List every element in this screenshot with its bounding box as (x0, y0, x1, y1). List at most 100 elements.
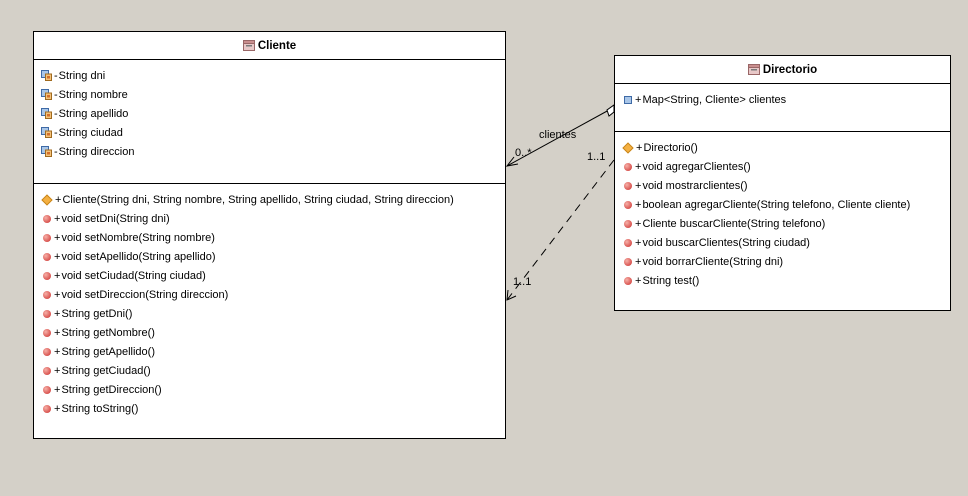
operation-signature: String getCiudad() (61, 364, 151, 377)
operation-row[interactable]: +void setDni(String dni) (34, 209, 505, 228)
operation-signature: void setApellido(String apellido) (61, 250, 216, 263)
method-icon (43, 385, 51, 394)
constructor-icon (622, 141, 634, 154)
operation-row[interactable]: +Cliente(String dni, String nombre, Stri… (34, 190, 505, 209)
attribute-signature: Map<String, Cliente> clientes (642, 93, 787, 106)
operation-signature: void agregarClientes() (642, 160, 751, 173)
method-icon (624, 238, 632, 247)
visibility-marker: - (54, 145, 58, 158)
operation-row[interactable]: +void agregarClientes() (615, 157, 950, 176)
class-directorio[interactable]: Directorio +Map<String, Cliente> cliente… (614, 55, 951, 311)
visibility-marker: + (635, 179, 642, 192)
attribute-row[interactable]: -String dni (34, 66, 505, 85)
operation-row[interactable]: +void borrarCliente(String dni) (615, 252, 950, 271)
operation-signature: String test() (642, 274, 700, 287)
attribute-signature: String apellido (58, 107, 129, 120)
operation-signature: String getApellido() (61, 345, 155, 358)
class-header: Directorio (615, 56, 950, 84)
dependency-target-multiplicity: 1..1 (513, 276, 532, 288)
class-name: Cliente (257, 39, 297, 52)
operation-row[interactable]: +String getDni() (34, 304, 505, 323)
operation-row[interactable]: +String test() (615, 271, 950, 290)
method-icon (624, 200, 632, 209)
method-icon (43, 252, 51, 261)
private-field-icon (41, 146, 52, 157)
operation-row[interactable]: +boolean agregarCliente(String telefono,… (615, 195, 950, 214)
operation-row[interactable]: +void setDireccion(String direccion) (34, 285, 505, 304)
attribute-row[interactable]: +Map<String, Cliente> clientes (615, 90, 950, 109)
visibility-marker: + (635, 198, 642, 211)
visibility-marker: + (54, 364, 61, 377)
private-field-icon (41, 89, 52, 100)
operation-row[interactable]: +void mostrarclientes() (615, 176, 950, 195)
operation-signature: void setNombre(String nombre) (61, 231, 215, 244)
operation-signature: void setCiudad(String ciudad) (61, 269, 206, 282)
operation-signature: String getDireccion() (61, 383, 162, 396)
method-icon (624, 162, 632, 171)
operation-signature: void mostrarclientes() (642, 179, 748, 192)
visibility-marker: + (54, 288, 61, 301)
private-field-icon (41, 127, 52, 138)
operation-row[interactable]: +String toString() (34, 399, 505, 418)
operation-row[interactable]: +Cliente buscarCliente(String telefono) (615, 214, 950, 233)
visibility-marker: - (54, 107, 58, 120)
operation-row[interactable]: +void setCiudad(String ciudad) (34, 266, 505, 285)
operation-signature: Cliente buscarCliente(String telefono) (642, 217, 826, 230)
operation-row[interactable]: +String getApellido() (34, 342, 505, 361)
dependency-arrowhead (506, 289, 517, 301)
visibility-marker: - (54, 69, 58, 82)
method-icon (43, 366, 51, 375)
operation-signature: String getNombre() (61, 326, 155, 339)
attribute-row[interactable]: -String ciudad (34, 123, 505, 142)
operation-signature: void setDireccion(String direccion) (61, 288, 229, 301)
attribute-row[interactable]: -String direccion (34, 142, 505, 161)
method-icon (43, 214, 51, 223)
visibility-marker: + (54, 402, 61, 415)
visibility-marker: + (635, 93, 642, 106)
attributes-section: -String dni-String nombre-String apellid… (34, 60, 505, 184)
visibility-marker: + (54, 231, 61, 244)
visibility-marker: - (54, 126, 58, 139)
operation-signature: void borrarCliente(String dni) (642, 255, 784, 268)
association-multiplicity-label: 0..* (515, 147, 532, 159)
operation-row[interactable]: +void buscarClientes(String ciudad) (615, 233, 950, 252)
operation-row[interactable]: +String getCiudad() (34, 361, 505, 380)
operation-signature: void buscarClientes(String ciudad) (642, 236, 810, 249)
operation-signature: Directorio() (643, 141, 698, 154)
visibility-marker: + (636, 141, 643, 154)
operation-row[interactable]: +String getNombre() (34, 323, 505, 342)
operation-row[interactable]: +void setNombre(String nombre) (34, 228, 505, 247)
visibility-marker: + (54, 269, 61, 282)
attribute-signature: String dni (58, 69, 106, 82)
method-icon (43, 328, 51, 337)
class-cliente[interactable]: Cliente -String dni-String nombre-String… (33, 31, 506, 439)
attribute-signature: String direccion (58, 145, 135, 158)
operation-signature: String toString() (61, 402, 139, 415)
method-icon (624, 276, 632, 285)
class-icon (747, 64, 760, 75)
method-icon (43, 404, 51, 413)
aggregation-diamond (606, 104, 615, 117)
operation-signature: String getDni() (61, 307, 133, 320)
operations-section: +Directorio()+void agregarClientes()+voi… (615, 132, 950, 311)
constructor-icon (41, 193, 53, 206)
visibility-marker: + (54, 345, 61, 358)
class-header: Cliente (34, 32, 505, 60)
operation-row[interactable]: +String getDireccion() (34, 380, 505, 399)
attribute-row[interactable]: -String apellido (34, 104, 505, 123)
method-icon (624, 219, 632, 228)
public-field-icon (624, 95, 632, 104)
method-icon (43, 290, 51, 299)
method-icon (624, 257, 632, 266)
private-field-icon (41, 108, 52, 119)
attribute-row[interactable]: -String nombre (34, 85, 505, 104)
attribute-signature: String ciudad (58, 126, 123, 139)
visibility-marker: + (55, 193, 62, 206)
visibility-marker: + (54, 250, 61, 263)
visibility-marker: + (635, 255, 642, 268)
operation-row[interactable]: +Directorio() (615, 138, 950, 157)
operation-signature: void setDni(String dni) (61, 212, 170, 225)
operation-signature: Cliente(String dni, String nombre, Strin… (62, 193, 454, 206)
method-icon (43, 347, 51, 356)
operation-row[interactable]: +void setApellido(String apellido) (34, 247, 505, 266)
